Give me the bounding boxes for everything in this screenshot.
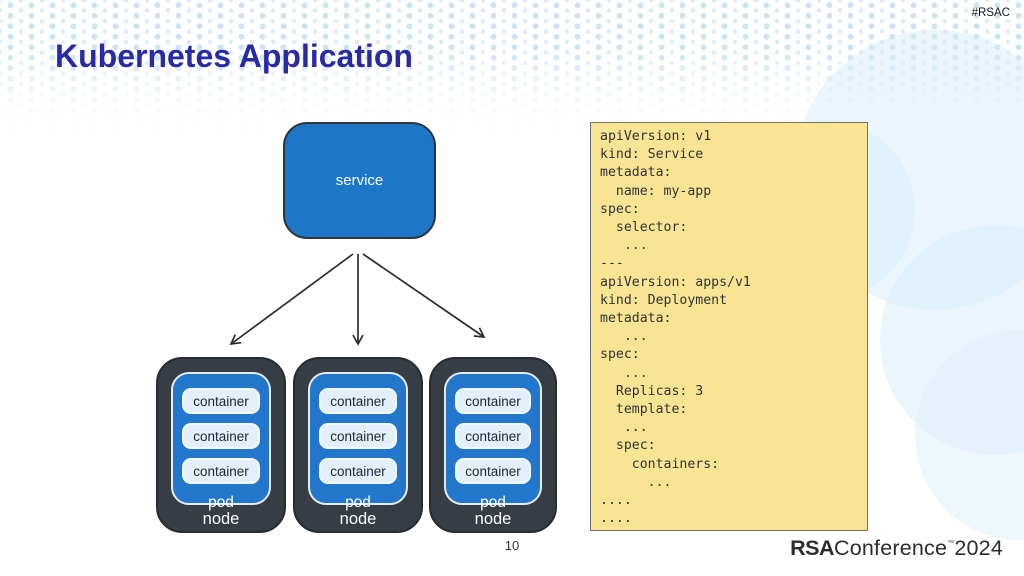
pod-box: container container container pod [444,372,542,511]
arrow-left [229,253,354,346]
container-chip: container [455,423,531,449]
rsac-hashtag: #RSAC [971,7,1010,19]
slide-title: Kubernetes Application [55,38,413,74]
node-box-3: container container container pod node [429,357,557,533]
container-chip: container [319,388,397,414]
container-chip: container [455,458,531,484]
container-chip: container [319,423,397,449]
container-chip: container [455,388,531,414]
node-label: node [202,510,240,528]
container-chip: container [182,458,260,484]
logo-trademark: ™ [947,540,955,547]
yaml-code-panel: apiVersion: v1 kind: Service metadata: n… [590,122,868,531]
pod-label: pod [345,494,371,511]
node-label: node [474,510,512,528]
node-box-1: container container container pod node [156,357,286,533]
logo-rsa: RSA [790,536,834,560]
service-label: service [335,172,384,189]
logo-conference: Conference [834,536,948,560]
pod-label: pod [480,494,506,511]
node-label: node [339,510,377,528]
pod-box: container container container pod [308,372,408,511]
container-chip: container [182,388,260,414]
pod-box: container container container pod [171,372,271,511]
node-box-2: container container container pod node [293,357,423,533]
arrow-right [362,253,486,338]
pod-label: pod [208,494,234,511]
service-box: service [283,122,436,239]
logo-year: 2024 [954,536,1003,560]
container-chip: container [319,458,397,484]
container-chip: container [182,423,260,449]
page-number: 10 [504,538,520,553]
rsa-conference-logo: RSAConference™2024 [790,536,1003,561]
